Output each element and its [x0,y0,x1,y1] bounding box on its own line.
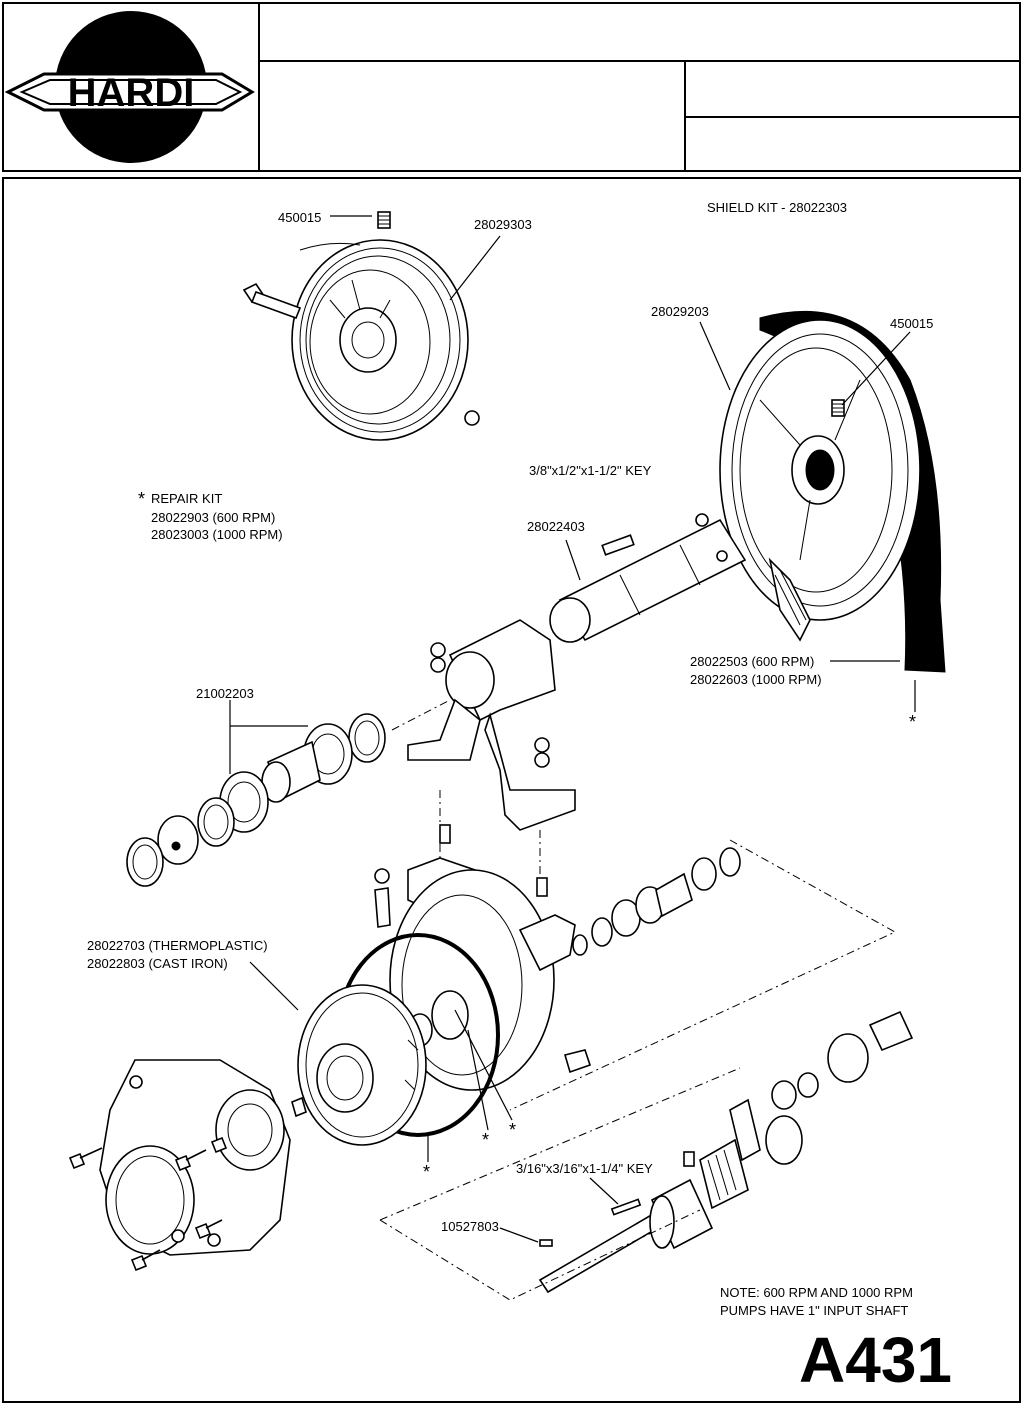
note-line-1: NOTE: 600 RPM AND 1000 RPM [720,1285,913,1300]
title-block: HARDI [2,2,1021,172]
setscrew-450015-b [831,399,845,417]
asterisk-icon: * [482,1130,489,1150]
pump-volute [68,1059,307,1272]
brand-text: HARDI [68,71,195,115]
pulley-bolt [242,282,302,320]
subtitle-cell [258,60,686,170]
drawing-number: A431 [799,1324,952,1396]
pulley-nut [464,410,480,426]
label-impeller-thermoplastic: 28022703 (THERMOPLASTIC) [87,938,268,953]
impeller [297,984,427,1146]
setscrew-450015-a [377,211,391,229]
label-shield-kit: SHIELD KIT - 28022303 [707,200,847,215]
asterisk-icon: * [138,489,145,509]
label-28029203: 28029203 [651,304,709,319]
label-repair-kit-600: 28022903 (600 RPM) [151,510,275,525]
asterisk-icon: * [909,712,916,732]
asterisk-icon: * [509,1120,516,1140]
label-belt-1000: 28022603 (1000 RPM) [690,672,822,687]
ref-cell-top [684,60,1019,118]
label-10527803: 10527803 [441,1219,499,1234]
drawing-frame [2,177,1021,1403]
label-28029303: 28029303 [474,217,532,232]
hardi-logo: HARDI [4,11,255,163]
label-repair-kit: REPAIR KIT [151,491,222,506]
label-key-3-16: 3/16"x3/16"x1-1/4" KEY [516,1161,653,1176]
note-line-2: PUMPS HAVE 1" INPUT SHAFT [720,1303,908,1318]
label-28022403: 28022403 [527,519,585,534]
label-key-3-8: 3/8"x1/2"x1-1/2" KEY [529,463,652,478]
pump-shaft-assembly [538,1010,914,1294]
label-450015-b: 450015 [890,316,933,331]
small-pulley [291,239,469,441]
pump-body [374,824,592,1091]
drive-shaft [549,513,747,643]
label-21002203: 21002203 [196,686,254,701]
logo-cell: HARDI [4,4,260,170]
bearing-pedestal [407,619,576,831]
large-pulley [719,310,946,673]
asterisk-icon: * [423,1162,430,1182]
label-impeller-cast-iron: 28022803 (CAST IRON) [87,956,228,971]
label-repair-kit-1000: 28023003 (1000 RPM) [151,527,283,542]
seal-stack-upper [572,847,741,956]
bearing-kit [126,713,386,887]
label-450015-a: 450015 [278,210,321,225]
label-belt-600: 28022503 (600 RPM) [690,654,814,669]
title-row [258,4,1019,62]
